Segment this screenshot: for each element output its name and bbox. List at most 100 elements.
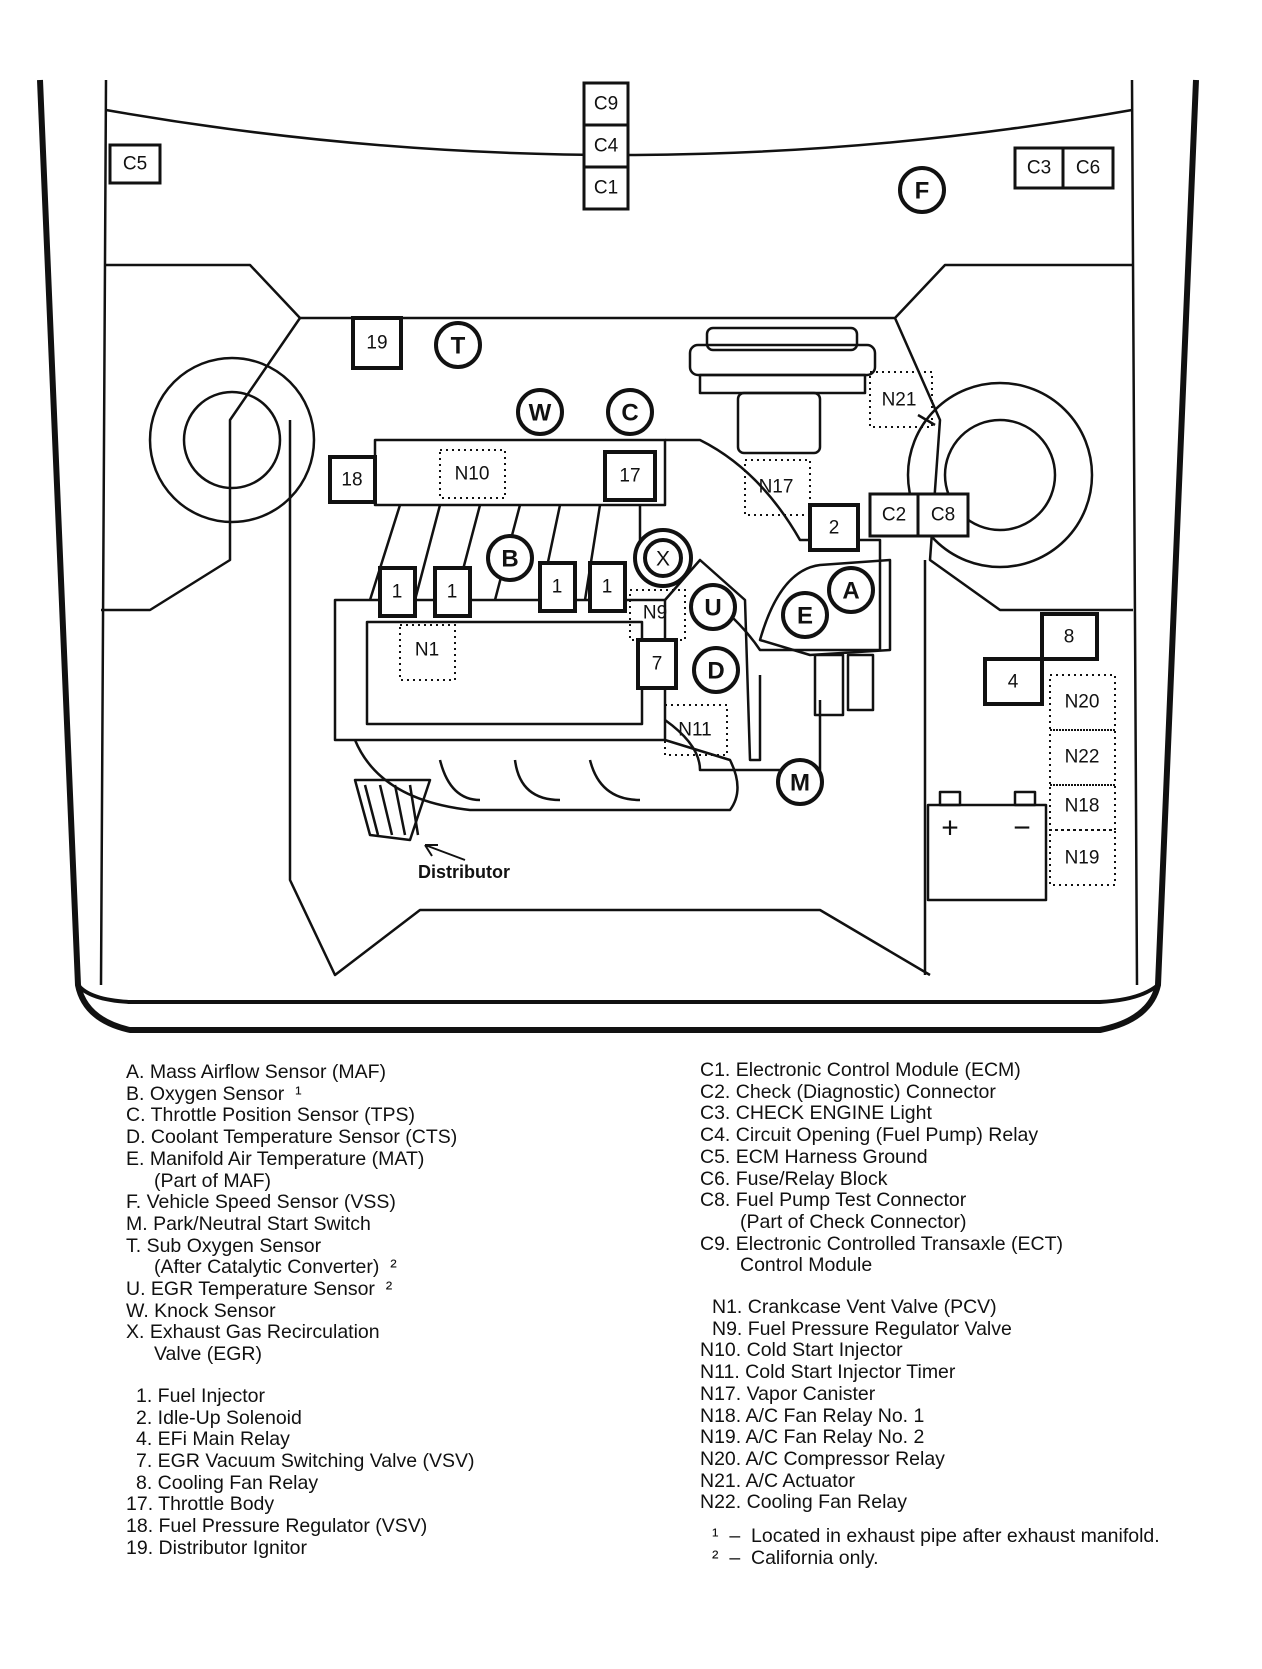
legend-item: C2. Check (Diagnostic) Connector xyxy=(700,1080,996,1103)
bay-right-wall xyxy=(893,317,1133,612)
battery-terminal-pos xyxy=(938,790,962,807)
box-1a xyxy=(378,566,417,618)
label-c6: C6 xyxy=(1076,158,1100,179)
legend-item: 4. EFi Main Relay xyxy=(136,1428,290,1451)
legend-item: 2. Idle-Up Solenoid xyxy=(136,1406,302,1429)
box-c1 xyxy=(582,165,630,211)
distributor-label: Distributor xyxy=(418,862,510,882)
box-17 xyxy=(603,450,657,502)
left-strut-inner xyxy=(182,390,282,490)
label-17: 17 xyxy=(619,466,640,487)
label-n1: N1 xyxy=(415,640,439,661)
label-circle-x: X xyxy=(656,548,670,571)
circle-e xyxy=(781,591,829,639)
circle-d xyxy=(692,646,740,694)
footnote: ² – California only. xyxy=(712,1546,879,1569)
label-1a: 1 xyxy=(392,582,403,603)
valve-cover xyxy=(365,620,644,726)
maf-stack-2 xyxy=(846,653,875,712)
box-18 xyxy=(328,455,377,504)
legend-item: 7. EGR Vacuum Switching Valve (VSV) xyxy=(136,1449,475,1472)
legend-item: Control Module xyxy=(740,1254,873,1277)
label-circle-u: U xyxy=(704,595,721,622)
label-c8: C8 xyxy=(931,505,955,526)
legend-item: C8. Fuel Pump Test Connector xyxy=(700,1189,967,1212)
legend-item: D. Coolant Temperature Sensor (CTS) xyxy=(126,1126,458,1149)
circle-c xyxy=(606,388,654,436)
legend-item: X. Exhaust Gas Recirculation xyxy=(126,1321,380,1344)
label-circle-f: F xyxy=(915,178,930,205)
legend-item: 19. Distributor Ignitor xyxy=(126,1536,307,1559)
box-1c xyxy=(538,561,577,613)
label-1d: 1 xyxy=(602,577,613,598)
label-circle-m: M xyxy=(790,770,810,797)
left-tower-outline xyxy=(101,317,302,612)
legend-item: N18. A/C Fan Relay No. 1 xyxy=(700,1404,925,1427)
label-n11: N11 xyxy=(678,720,711,741)
label-n9: N9 xyxy=(643,603,667,624)
legend-item: 18. Fuel Pressure Regulator (VSV) xyxy=(126,1515,428,1538)
legend-item: (Part of Check Connector) xyxy=(740,1210,967,1233)
dotted-box-n11 xyxy=(664,704,728,756)
dotted-box-n1 xyxy=(399,624,456,681)
legend-item: F. Vehicle Speed Sensor (VSS) xyxy=(126,1191,396,1214)
distributor-body xyxy=(353,778,432,842)
legend-item: 1. Fuel Injector xyxy=(136,1384,265,1407)
right-strut-tower xyxy=(906,381,1094,569)
right-strut-inner xyxy=(943,418,1057,532)
label-c4: C4 xyxy=(594,136,619,157)
legend-item: N10. Cold Start Injector xyxy=(700,1339,903,1362)
box-2 xyxy=(808,503,860,552)
legend-item: N1. Crankcase Vent Valve (PCV) xyxy=(712,1296,997,1319)
label-n19: N19 xyxy=(1065,848,1100,869)
distributor-ribs xyxy=(363,784,420,836)
label-1b: 1 xyxy=(447,582,458,603)
battery-terminal-neg xyxy=(1013,790,1037,807)
label-circle-t: T xyxy=(451,333,466,360)
label-n21: N21 xyxy=(882,390,917,411)
label-circle-c: C xyxy=(621,400,638,427)
legend-item: C1. Electronic Control Module (ECM) xyxy=(700,1059,1021,1081)
legend-item: N17. Vapor Canister xyxy=(700,1382,876,1405)
battery-minus-sign: − xyxy=(1013,812,1031,845)
maf-housing xyxy=(758,558,892,657)
label-circle-a: A xyxy=(842,578,859,605)
box-1b xyxy=(433,566,472,618)
left-strut-tower xyxy=(148,356,316,524)
label-7: 7 xyxy=(652,654,663,675)
label-c9: C9 xyxy=(594,94,618,115)
firewall-line xyxy=(104,263,1133,320)
legend-item: C9. Electronic Controlled Transaxle (ECT… xyxy=(700,1232,1064,1255)
box-c5 xyxy=(108,143,162,185)
footnote: ¹ – Located in exhaust pipe after exhaus… xyxy=(712,1525,1160,1548)
legend-item: E. Manifold Air Temperature (MAT) xyxy=(126,1147,425,1170)
circle-u xyxy=(689,583,737,631)
label-c3: C3 xyxy=(1027,158,1051,179)
circle-w xyxy=(516,388,564,436)
label-n18: N18 xyxy=(1065,796,1100,817)
legend-item: T. Sub Oxygen Sensor xyxy=(126,1234,322,1257)
battery-case xyxy=(926,803,1048,902)
label-n10: N10 xyxy=(455,464,490,485)
legend-item: C6. Fuse/Relay Block xyxy=(700,1167,888,1190)
circle-a xyxy=(827,566,875,614)
vehicle-outline xyxy=(37,79,1199,1033)
legend-item: M. Park/Neutral Start Switch xyxy=(126,1212,371,1235)
exhaust-tubes xyxy=(438,759,641,802)
label-circle-d: D xyxy=(707,658,724,685)
legend-item: N21. A/C Actuator xyxy=(700,1469,856,1492)
legend-item: (After Catalytic Converter) ² xyxy=(154,1256,397,1279)
maf-stack-1 xyxy=(813,653,845,717)
legend-item: B. Oxygen Sensor ¹ xyxy=(126,1082,302,1105)
box-c6 xyxy=(1061,146,1115,190)
label-c2: C2 xyxy=(882,505,906,526)
legend-item: N20. A/C Compressor Relay xyxy=(700,1447,945,1470)
dotted-box-n9 xyxy=(629,589,686,641)
box-1d xyxy=(588,561,627,613)
label-circle-b: B xyxy=(501,546,518,573)
legend-item: 8. Cooling Fan Relay xyxy=(136,1471,319,1494)
legend-item: A. Mass Airflow Sensor (MAF) xyxy=(126,1061,387,1083)
circle-t xyxy=(434,321,482,369)
legend-item: C3. CHECK ENGINE Light xyxy=(700,1102,932,1125)
